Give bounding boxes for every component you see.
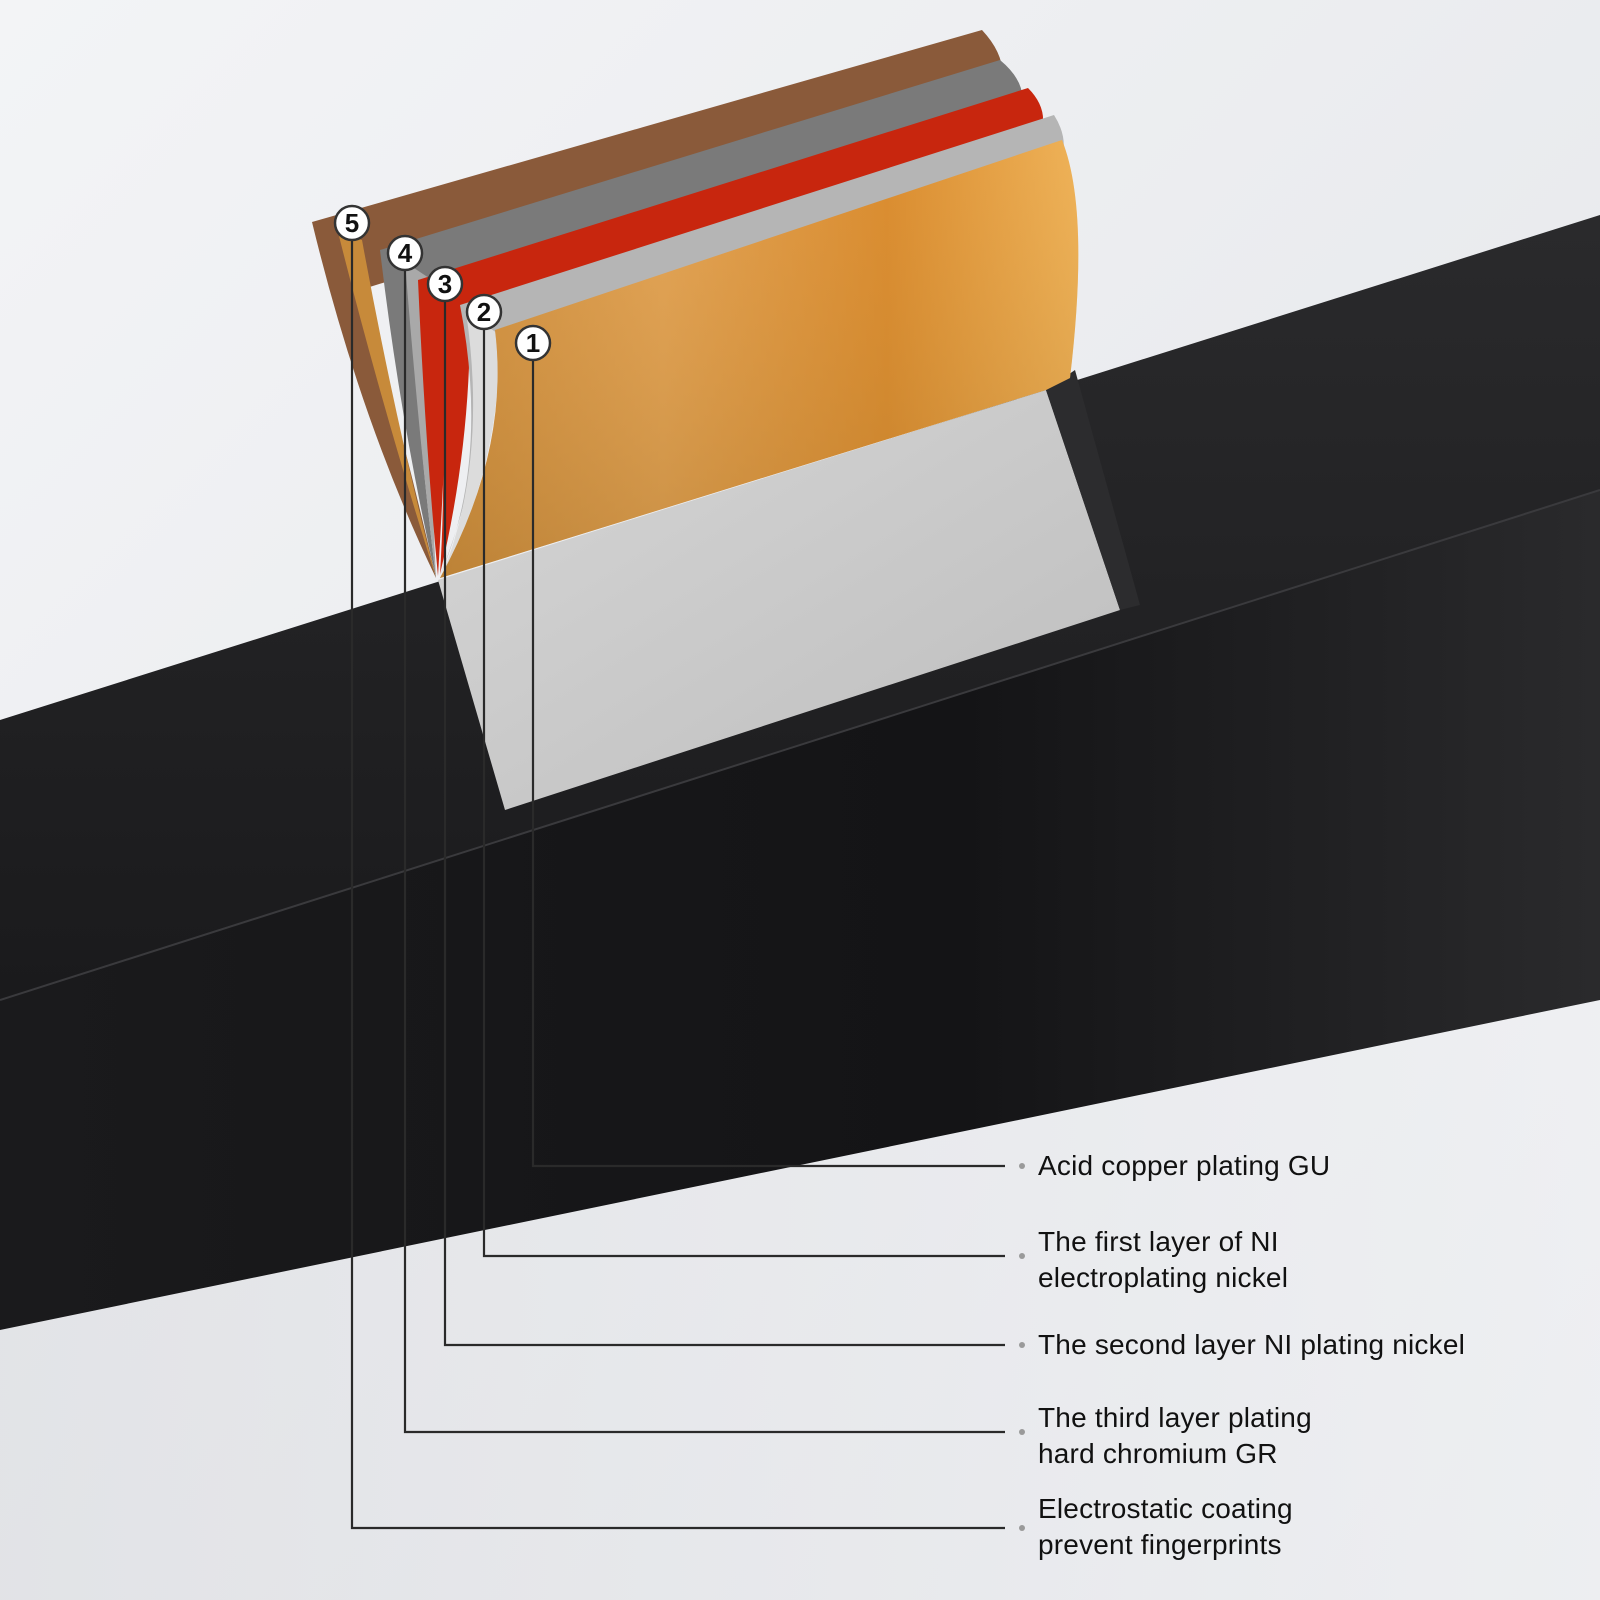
layer-5-label-line-2: prevent fingerprints <box>1038 1529 1282 1560</box>
leader-dot-3 <box>1019 1342 1025 1348</box>
tube-front-face <box>0 490 1600 1330</box>
layer-4-label-line-1: The third layer plating <box>1038 1402 1312 1433</box>
layer-2-label-line-1: The first layer of NI <box>1038 1226 1279 1257</box>
leader-line-1 <box>531 343 1005 1168</box>
leader-line-3 <box>443 284 1005 1347</box>
marker-5-number: 5 <box>345 208 359 238</box>
layer-5-edge <box>338 232 436 578</box>
layer-3-sheet <box>418 88 1044 576</box>
cut-edge-shadow <box>1046 370 1140 610</box>
marker-3-number: 3 <box>438 269 452 299</box>
marker-1-number: 1 <box>526 328 540 358</box>
layer-2-edge <box>442 312 500 576</box>
leader-line-4 <box>403 253 1005 1434</box>
leader-dot-2 <box>1019 1253 1025 1259</box>
exposed-base-metal <box>438 390 1120 810</box>
marker-2-number: 2 <box>477 297 491 327</box>
marker-4-number: 4 <box>398 238 413 268</box>
layer-1-label-line-1: Acid copper plating GU <box>1038 1150 1331 1181</box>
leader-line-2 <box>482 312 1005 1258</box>
marker-3: 3 <box>426 265 464 303</box>
marker-5: 5 <box>333 204 371 242</box>
layer-5-label: Electrostatic coating prevent fingerprin… <box>1038 1491 1293 1563</box>
leader-dot-1 <box>1019 1163 1025 1169</box>
leader-line-5 <box>350 223 1005 1530</box>
layer-2-label: The first layer of NI electroplating nic… <box>1038 1224 1288 1296</box>
marker-2: 2 <box>465 293 503 331</box>
marker-4: 4 <box>386 234 424 272</box>
layer-1-label: Acid copper plating GU <box>1038 1148 1330 1184</box>
layer-5-label-line-1: Electrostatic coating <box>1038 1493 1293 1524</box>
layer-4-label: The third layer plating hard chromium GR <box>1038 1400 1312 1472</box>
tube-edge <box>0 489 1600 1001</box>
layer-2-label-line-2: electroplating nickel <box>1038 1262 1289 1293</box>
leader-dot-5 <box>1019 1525 1025 1531</box>
leader-end-dots <box>1019 1163 1025 1531</box>
layer-1-shading <box>440 140 1079 578</box>
leader-dot-4 <box>1019 1429 1025 1435</box>
floor-highlight <box>0 1000 1600 1600</box>
layer-4-label-line-2: hard chromium GR <box>1038 1438 1278 1469</box>
layer-3-label-line-1: The second layer NI plating nickel <box>1038 1329 1466 1360</box>
number-markers: 1 2 3 4 5 <box>333 204 552 362</box>
marker-1: 1 <box>514 324 552 362</box>
layer-3-label: The second layer NI plating nickel <box>1038 1327 1465 1363</box>
peeling-layers <box>312 30 1079 578</box>
leader-lines <box>350 223 1005 1530</box>
